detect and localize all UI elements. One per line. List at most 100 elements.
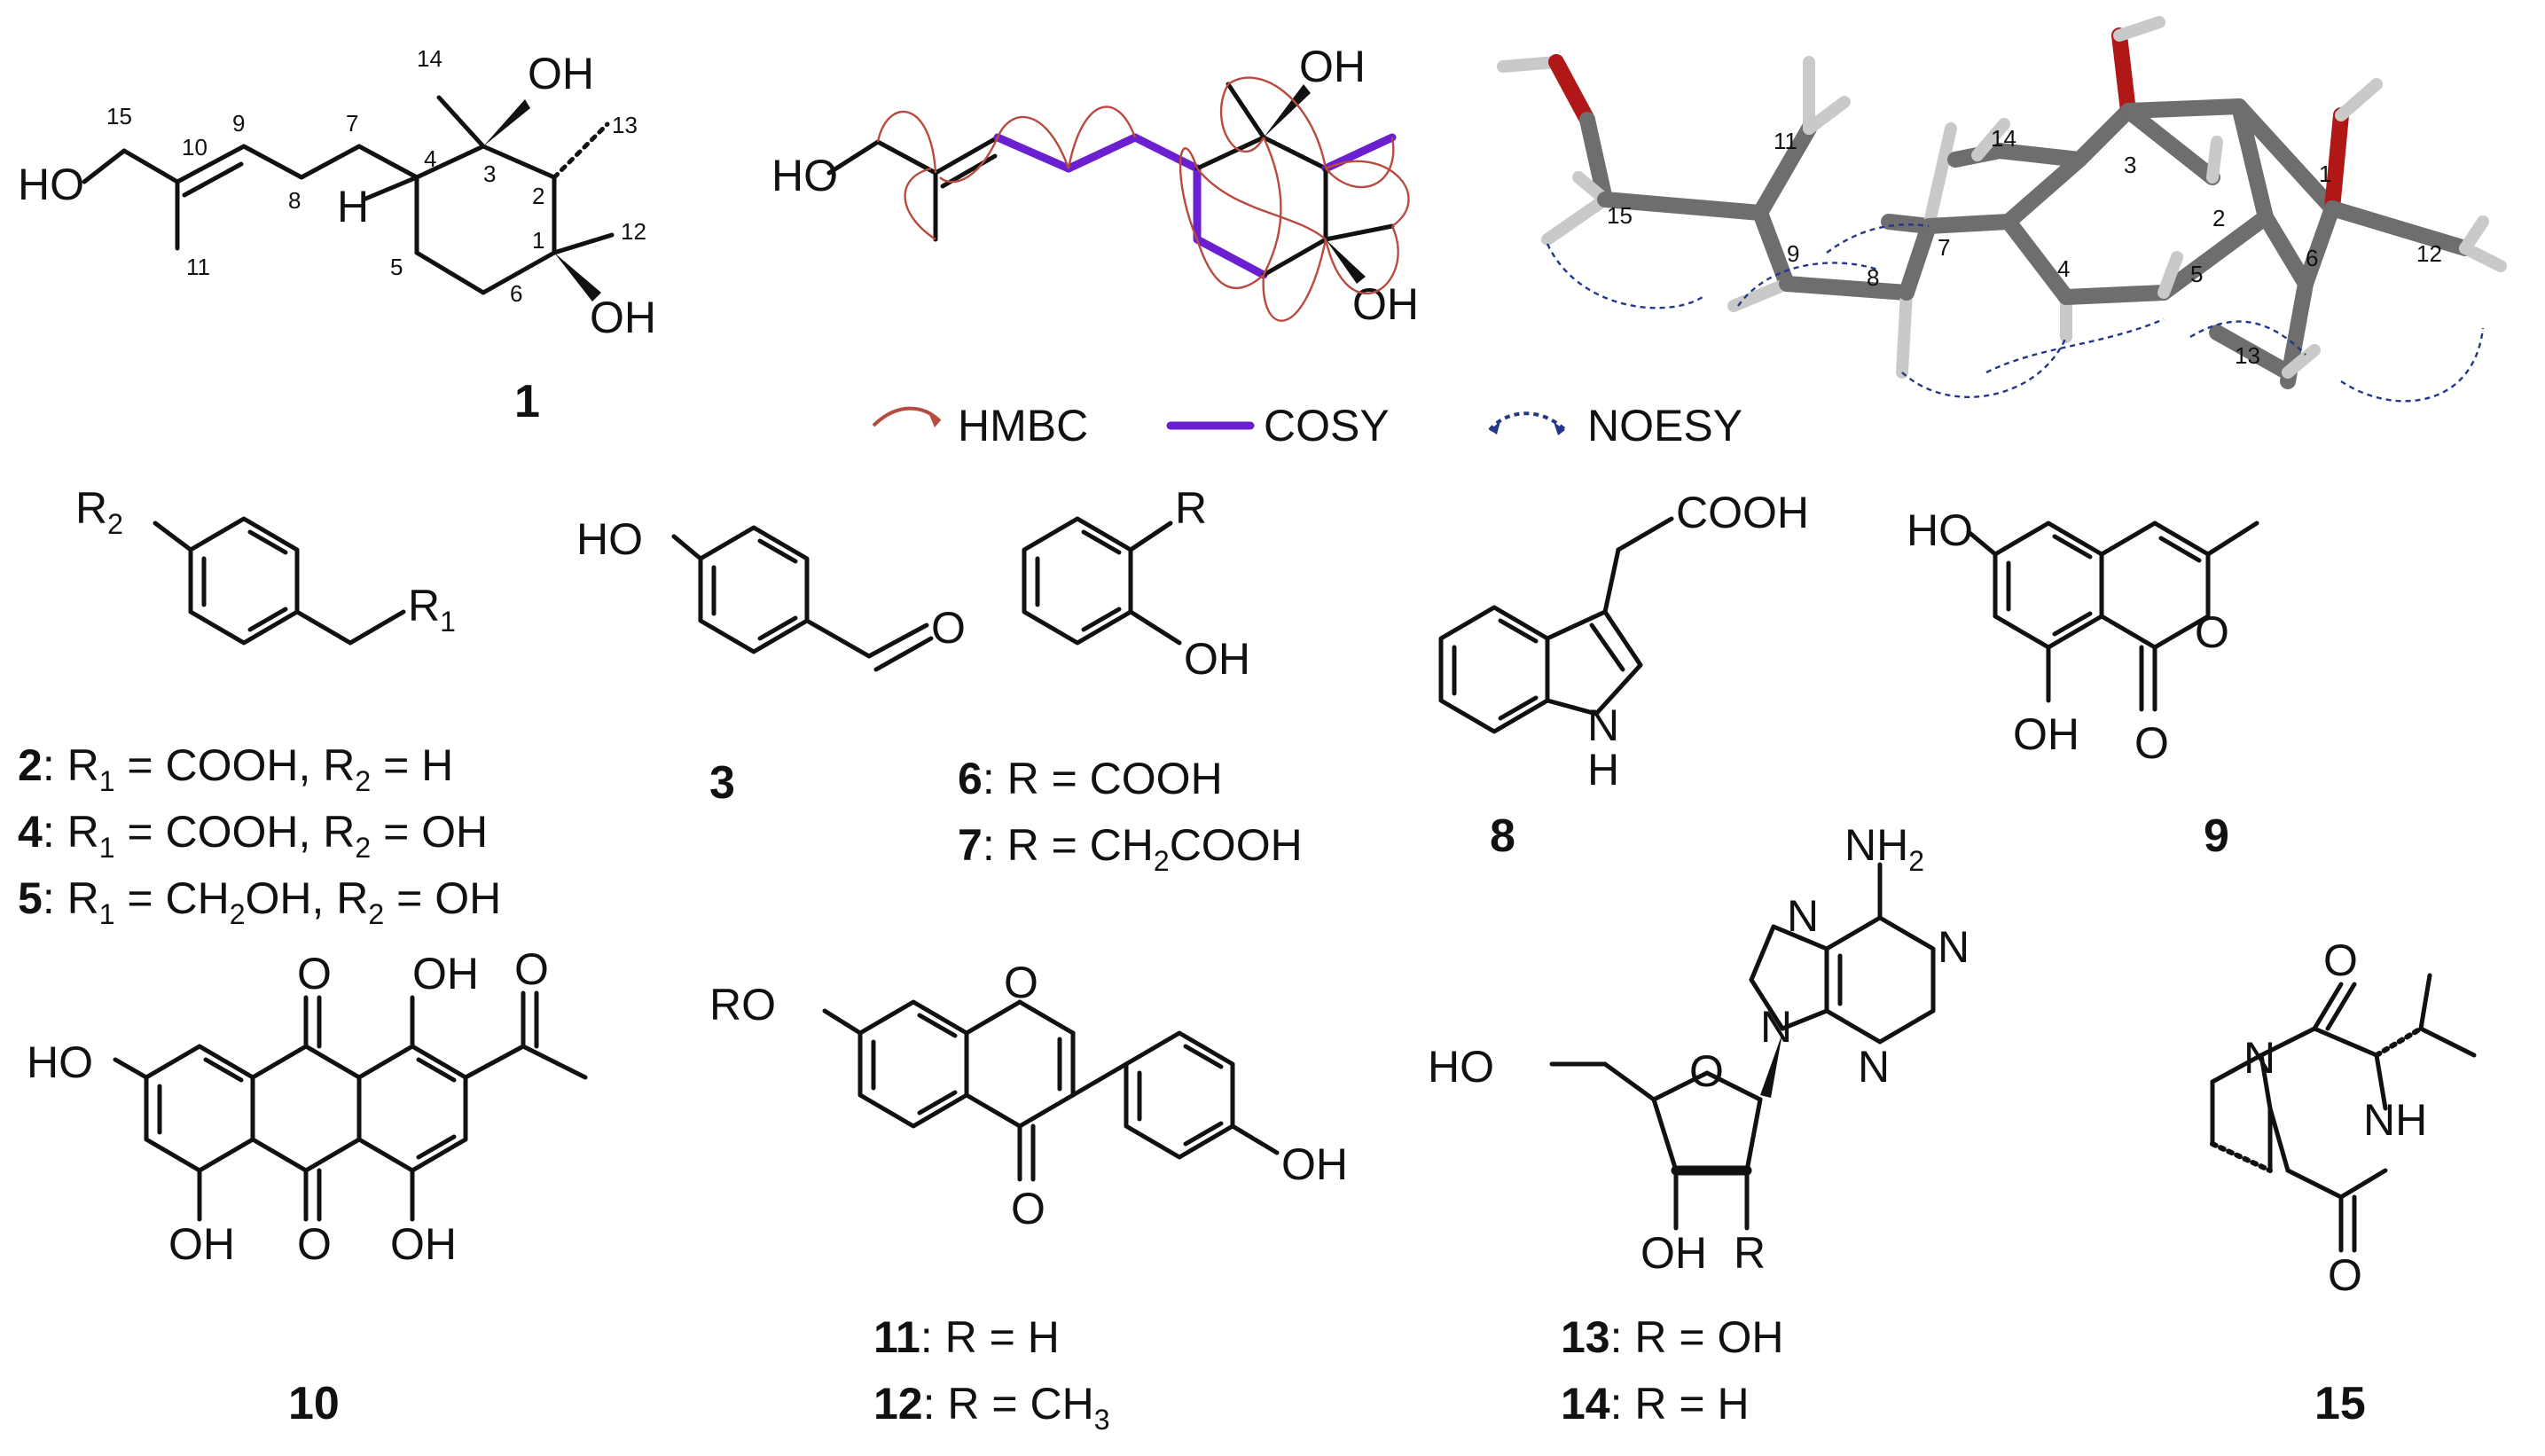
model-atom-label: 13: [2235, 342, 2260, 369]
model-atom-label: 11: [1774, 128, 1797, 154]
caption-compound-4: 4: R1 = COOH, R2 = OH: [18, 807, 488, 864]
c1-atom-label: 10: [182, 134, 208, 160]
caption-compound-13: 13: R = OH: [1561, 1312, 1784, 1362]
c8-n-label: N: [1587, 701, 1619, 750]
compound-1-3d-model: 15 11 14 3 2 1 9 8 7 4 5 6 12 13: [1497, 16, 2507, 403]
caption-compound-14: 14: R = H: [1561, 1379, 1750, 1429]
hmbc-oh-top-label: OH: [1299, 42, 1366, 91]
c9-carbonyl-o-label: O: [2134, 718, 2169, 768]
c2-r2-label: R2: [75, 483, 123, 540]
model-atom-label: 5: [2190, 261, 2203, 287]
c10-oh-bottom-right-label: OH: [390, 1219, 457, 1269]
model-atom-label: 1: [2319, 160, 2331, 187]
c10-acetyl-o-label: O: [514, 944, 549, 994]
compound-6-7-structure: R OH 6: R = COOH 7: R = CH2COOH: [958, 483, 1303, 877]
c1314-n-label: N: [1858, 1042, 1890, 1092]
compound-13-14-structure: NH2 N N N N O HO OH R 13: R = OH 14: R =…: [1428, 820, 1969, 1429]
compound-8-number: 8: [1490, 810, 1515, 862]
compound-15-structure: O O N NH 15: [2210, 935, 2477, 1429]
compound-15-number: 15: [2314, 1378, 2366, 1429]
c8-cooh-label: COOH: [1676, 488, 1809, 537]
c3-ho-label: HO: [576, 514, 643, 564]
c10-ho-label: HO: [27, 1037, 93, 1087]
c15-o-bottom-label: O: [2328, 1250, 2362, 1300]
caption-compound-5: 5: R1 = CH2OH, R2 = OH: [18, 873, 501, 930]
hmbc-oh-bottom-label: OH: [1352, 279, 1419, 329]
c10-o-top-label: O: [297, 949, 332, 998]
c9-ring-o-label: O: [2195, 607, 2229, 657]
spectroscopy-legend: HMBC COSY NOESY: [872, 401, 1742, 450]
legend-noesy-label: NOESY: [1587, 401, 1742, 450]
c15-o-top-label: O: [2323, 935, 2358, 985]
caption-compound-11: 11: R = H: [873, 1312, 1060, 1362]
compound-9-structure: HO OH O O 9: [1907, 505, 2259, 862]
model-atom-label: 3: [2124, 152, 2136, 178]
compound-8-structure: COOH N H 8: [1438, 488, 1809, 862]
c1-atom-label: 3: [483, 160, 496, 187]
c9-ho-label: HO: [1907, 505, 1973, 555]
c1314-n-label: N: [1760, 1002, 1792, 1052]
c1-atom-label: 12: [621, 218, 646, 245]
model-atom-label: 12: [2416, 240, 2442, 267]
legend-hmbc-label: HMBC: [958, 401, 1088, 450]
compound-1-number: 1: [514, 376, 540, 427]
c1314-ho-label: HO: [1428, 1042, 1494, 1092]
c67-r-label: R: [1175, 483, 1207, 533]
caption-compound-6: 6: R = COOH: [958, 754, 1223, 803]
c1112-carbonyl-o-label: O: [1011, 1184, 1045, 1233]
c1314-ring-o-label: O: [1689, 1046, 1724, 1096]
model-atom-label: 7: [1938, 234, 1950, 261]
c10-oh-bottom-left-label: OH: [168, 1219, 235, 1269]
hmbc-cosy-panel: HO OH OH: [771, 42, 1419, 329]
c1-atom-label: 13: [612, 112, 638, 138]
c3-o-label: O: [931, 603, 966, 653]
c1112-ro-label: RO: [709, 980, 776, 1029]
legend-cosy-label: COSY: [1264, 401, 1390, 450]
model-atom-label: 6: [2306, 245, 2318, 271]
c1-atom-label: 15: [106, 103, 132, 129]
c67-oh-label: OH: [1184, 634, 1250, 684]
model-atom-label: 2: [2212, 205, 2225, 231]
c1314-n-label: N: [1938, 922, 1969, 972]
c1314-r-label: R: [1734, 1228, 1766, 1278]
hmbc-ho-label: HO: [771, 151, 838, 200]
c1112-ring-o-label: O: [1004, 958, 1038, 1007]
c1-oh-bottom-label: OH: [590, 293, 656, 342]
c10-oh-top-label: OH: [412, 949, 479, 998]
c1-ho-label: HO: [18, 160, 84, 209]
model-atom-label: 4: [2057, 255, 2070, 282]
compound-10-number: 10: [288, 1378, 340, 1429]
c9-oh-label: OH: [2013, 709, 2079, 759]
model-atom-label: 8: [1867, 264, 1879, 291]
c1-oh-top-label: OH: [528, 49, 594, 98]
c1-atom-label: 7: [346, 110, 358, 137]
c1-atom-label: 11: [186, 254, 210, 280]
compound-10-structure: O O O OH OH OH HO 10: [27, 944, 588, 1429]
c2-r1-label: R1: [408, 581, 456, 638]
c1-atom-label: 14: [417, 45, 442, 72]
c1-atom-label: 8: [288, 187, 301, 214]
caption-compound-2: 2: R1 = COOH, R2 = H: [18, 740, 453, 797]
model-atom-label: 9: [1787, 240, 1799, 267]
compound-3-structure: HO O 3: [576, 514, 966, 809]
c1-h-label: H: [337, 182, 369, 231]
c1-atom-label: 9: [232, 110, 245, 137]
compound-1-structure: HO OH OH H 15 10 9 7 4 3 14 13 2 1 12 6 …: [18, 45, 656, 427]
c1-atom-label: 5: [390, 254, 403, 280]
compound-2-4-5-structure: R2 R1 2: R1 = COOH, R2 = H 4: R1 = COOH,…: [18, 483, 501, 930]
c1314-n-label: N: [1787, 891, 1819, 941]
compound-11-12-structure: RO O O OH 11: R = H 12: R = CH3: [709, 958, 1348, 1436]
c15-nh-label: NH: [2363, 1095, 2427, 1145]
compound-3-number: 3: [709, 757, 735, 809]
caption-compound-12: 12: R = CH3: [873, 1379, 1110, 1436]
c10-o-bottom-label: O: [297, 1219, 332, 1269]
compound-9-number: 9: [2204, 810, 2229, 862]
caption-compound-7: 7: R = CH2COOH: [958, 820, 1303, 877]
model-atom-label: 14: [1991, 125, 2016, 152]
model-atom-label: 15: [1607, 202, 1633, 229]
c1314-oh-label: OH: [1641, 1228, 1707, 1278]
c1-atom-label: 2: [532, 183, 544, 209]
c1314-nh2-label: NH2: [1844, 820, 1924, 877]
